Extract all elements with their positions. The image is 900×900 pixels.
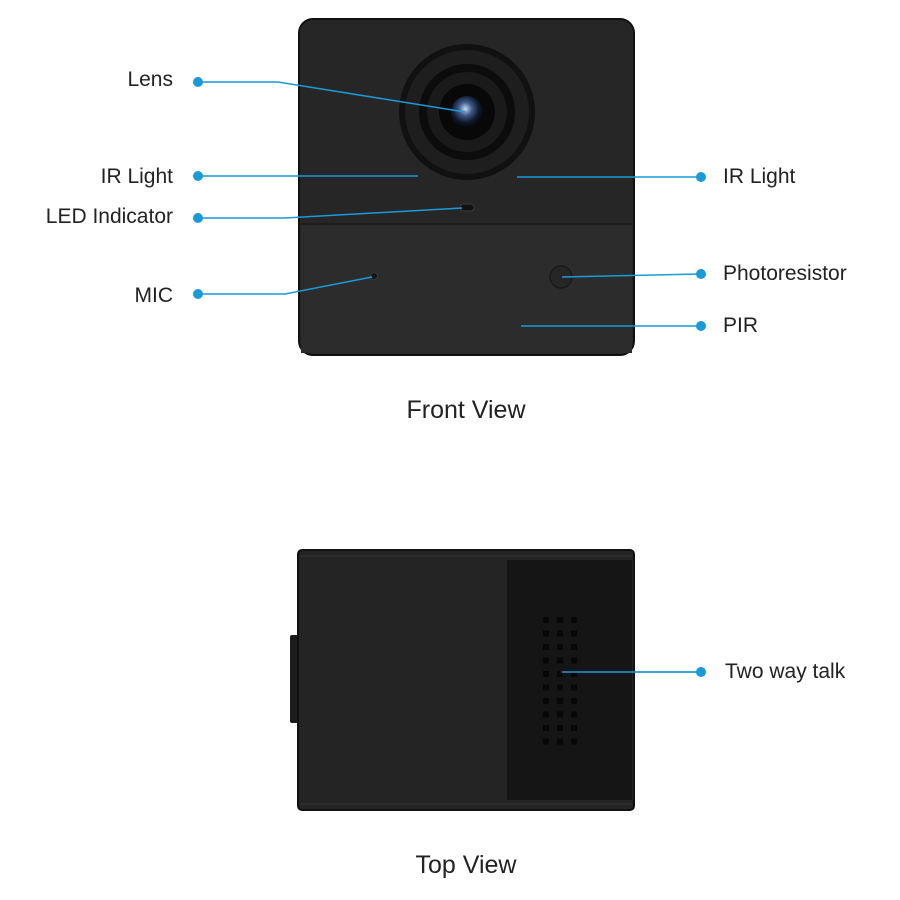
- grille-hole: [543, 698, 549, 704]
- grille-hole: [557, 644, 563, 650]
- label-lens: Lens: [127, 68, 173, 91]
- grille-hole: [557, 684, 563, 691]
- grille-hole: [571, 617, 577, 623]
- grille-hole: [557, 671, 563, 677]
- top-view-device: [290, 549, 635, 811]
- grille-hole: [571, 644, 577, 650]
- grille-hole: [543, 657, 549, 664]
- label-pir: PIR: [723, 314, 759, 337]
- grille-hole: [571, 657, 577, 664]
- label-ir-light-left: IR Light: [100, 165, 173, 188]
- grille-hole: [557, 617, 563, 623]
- grille-hole: [557, 725, 563, 731]
- grille-hole: [557, 698, 563, 704]
- led-indicator: [459, 203, 475, 212]
- grille-hole: [571, 671, 577, 677]
- label-led-indicator: LED Indicator: [45, 205, 173, 228]
- grille-hole: [543, 671, 549, 677]
- grille-hole: [557, 657, 563, 664]
- grille-hole: [543, 644, 549, 650]
- grille-hole: [557, 711, 563, 718]
- grille-hole: [543, 684, 549, 691]
- grille-hole: [571, 711, 577, 718]
- top-view-caption: Top View: [415, 851, 517, 879]
- grille-hole: [557, 738, 563, 745]
- front-view-device: [298, 18, 635, 356]
- label-photoresistor: Photoresistor: [723, 262, 847, 285]
- grille-hole: [543, 617, 549, 623]
- lens: [399, 44, 535, 180]
- grille-hole: [571, 684, 577, 691]
- mic-hole: [370, 272, 378, 280]
- label-mic: MIC: [134, 284, 174, 307]
- front-view-caption: Front View: [406, 396, 526, 424]
- grille-hole: [543, 711, 549, 718]
- callout-dots: [193, 77, 706, 677]
- grille-hole: [571, 698, 577, 704]
- label-ir-light-right: IR Light: [723, 165, 796, 188]
- grille-hole: [543, 725, 549, 731]
- speaker-grille: [543, 617, 577, 745]
- grille-hole: [571, 738, 577, 745]
- grille-hole: [571, 630, 577, 637]
- grille-hole: [571, 725, 577, 731]
- label-two-way-talk: Two way talk: [725, 660, 846, 683]
- grille-hole: [543, 630, 549, 637]
- grille-hole: [557, 630, 563, 637]
- grille-hole: [543, 738, 549, 745]
